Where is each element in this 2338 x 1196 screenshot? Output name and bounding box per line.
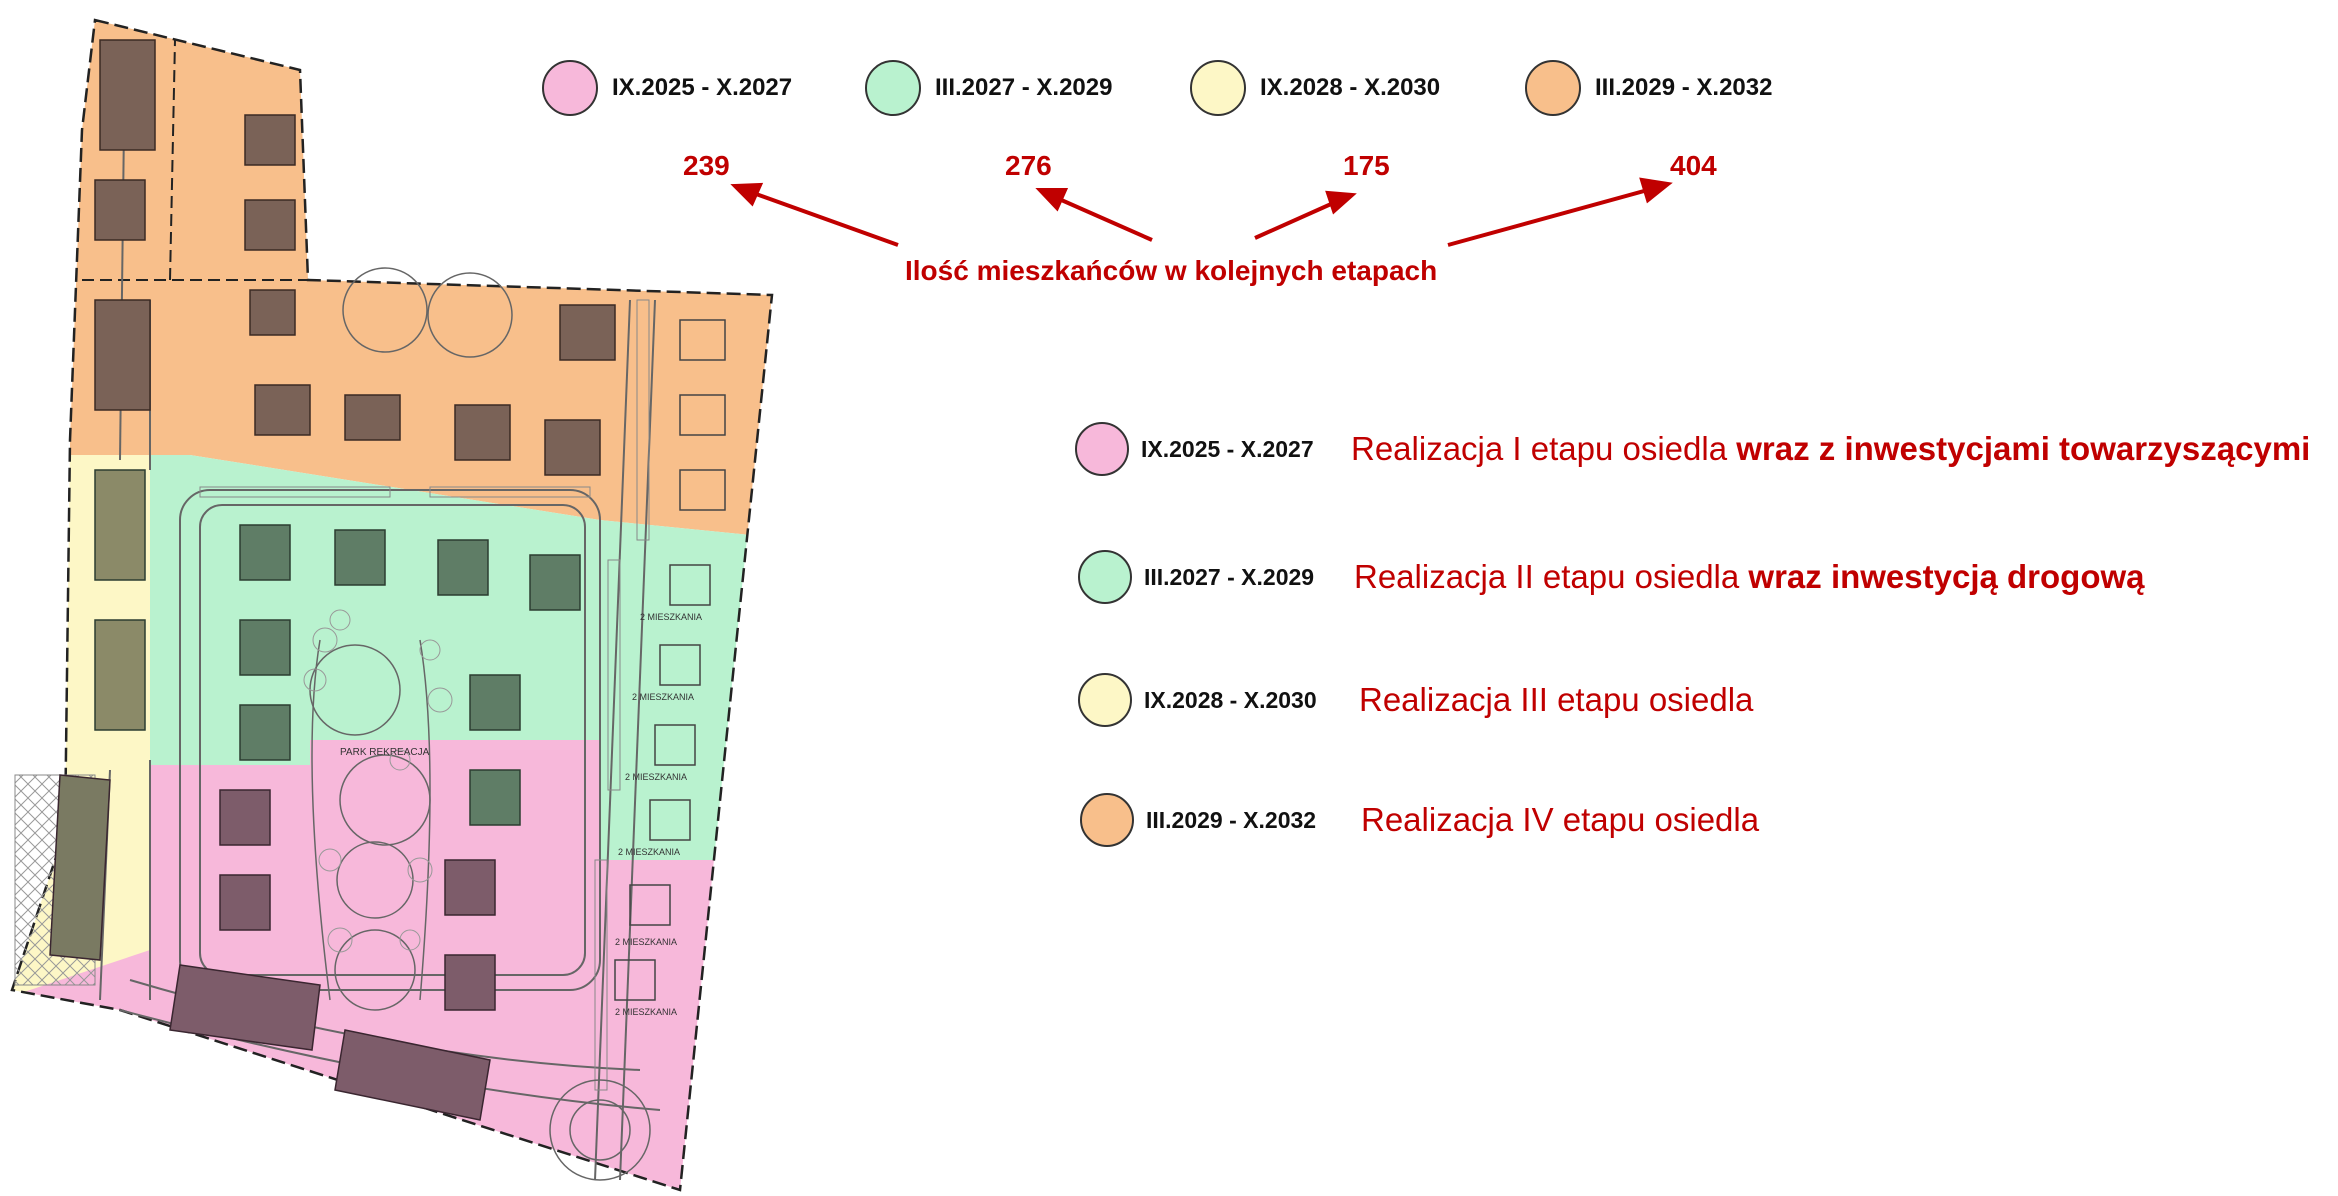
legend-swatch-stage1 xyxy=(1075,422,1129,476)
resident-count-stage3: 175 xyxy=(1343,150,1390,181)
legend-swatch-stage2 xyxy=(1078,550,1132,604)
arrow-2-head xyxy=(1035,188,1069,212)
legend-row-stage4: III.2029 - X.2032 Realizacja IV etapu os… xyxy=(1080,793,1759,847)
legend-date-stage3: IX.2028 - X.2030 xyxy=(1144,686,1317,713)
stage3-swatch xyxy=(1190,60,1246,116)
top-legend-item-3: IX.2028 - X.2030 xyxy=(1190,60,1440,116)
arrow-3-head xyxy=(1325,190,1357,215)
arrow-4 xyxy=(1447,186,1656,247)
legend-date-stage2: III.2027 - X.2029 xyxy=(1144,563,1315,590)
resident-count-stage4: 404 xyxy=(1670,150,1717,181)
legend-row-stage1: IX.2025 - X.2027 Realizacja I etapu osie… xyxy=(1075,422,2310,476)
twin-label-1: 2 MIESZKANIA xyxy=(640,612,702,622)
arrow-4-head xyxy=(1639,177,1673,204)
residents-caption: Ilość mieszkańców w kolejnych etapach xyxy=(905,255,1438,286)
top-legend-item-4: III.2029 - X.2032 xyxy=(1525,60,1772,116)
twin-label-6: 2 MIESZKANIA xyxy=(615,1007,677,1017)
legend-date-stage1: IX.2025 - X.2027 xyxy=(1141,435,1314,462)
top-legend-label-1: IX.2025 - X.2027 xyxy=(612,74,793,101)
park-label: PARK REKREACJA xyxy=(340,747,430,758)
resident-count-stage1: 239 xyxy=(683,150,730,181)
legend-row-stage2: III.2027 - X.2029 Realizacja II etapu os… xyxy=(1078,550,2145,604)
legend-row-stage3: IX.2028 - X.2030 Realizacja III etapu os… xyxy=(1078,673,1753,727)
arrows xyxy=(730,177,1673,247)
top-legend-label-2: III.2027 - X.2029 xyxy=(935,74,1113,101)
stage2-swatch xyxy=(865,60,921,116)
arrow-3 xyxy=(1254,198,1341,240)
legend-swatch-stage4 xyxy=(1080,793,1134,847)
houses-pink xyxy=(49,774,496,1121)
twin-label-4: 2 MIESZKANIA xyxy=(618,847,680,857)
legend-swatch-stage3 xyxy=(1078,673,1132,727)
houses xyxy=(94,39,616,476)
twin-label-2: 2 MIESZKANIA xyxy=(632,692,694,702)
stage4-swatch xyxy=(1525,60,1581,116)
twin-label-5: 2 MIESZKANIA xyxy=(615,937,677,947)
resident-count-stage2: 276 xyxy=(1005,150,1052,181)
park xyxy=(309,267,651,1181)
legend-desc-stage2: Realizacja II etapu osiedla wraz inwesty… xyxy=(1354,558,2145,595)
arrow-2 xyxy=(1049,193,1153,242)
trees xyxy=(303,609,453,953)
legend-date-stage4: III.2029 - X.2032 xyxy=(1146,806,1317,833)
legend-desc-stage3: Realizacja III etapu osiedla xyxy=(1359,681,1754,718)
arrow-1-head xyxy=(730,182,764,207)
twin-houses xyxy=(614,319,726,1001)
legend-desc-bold-stage2: wraz inwestycją drogową xyxy=(1748,558,2145,595)
twin-label-3: 2 MIESZKANIA xyxy=(625,772,687,782)
legend-desc-bold-stage1: wraz z inwestycjami towarzyszącymi xyxy=(1736,430,2311,467)
top-legend-label-4: III.2029 - X.2032 xyxy=(1595,74,1773,101)
arrow-1 xyxy=(744,188,899,247)
top-legend-label-3: IX.2028 - X.2030 xyxy=(1260,74,1441,101)
legend-desc-stage4: Realizacja IV etapu osiedla xyxy=(1361,801,1760,838)
stage1-swatch xyxy=(542,60,598,116)
legend-desc-stage1: Realizacja I etapu osiedla wraz z inwest… xyxy=(1351,430,2311,467)
top-legend-item-1: IX.2025 - X.2027 xyxy=(542,60,792,116)
houses-green xyxy=(94,469,581,826)
top-legend-item-2: III.2027 - X.2029 xyxy=(865,60,1112,116)
